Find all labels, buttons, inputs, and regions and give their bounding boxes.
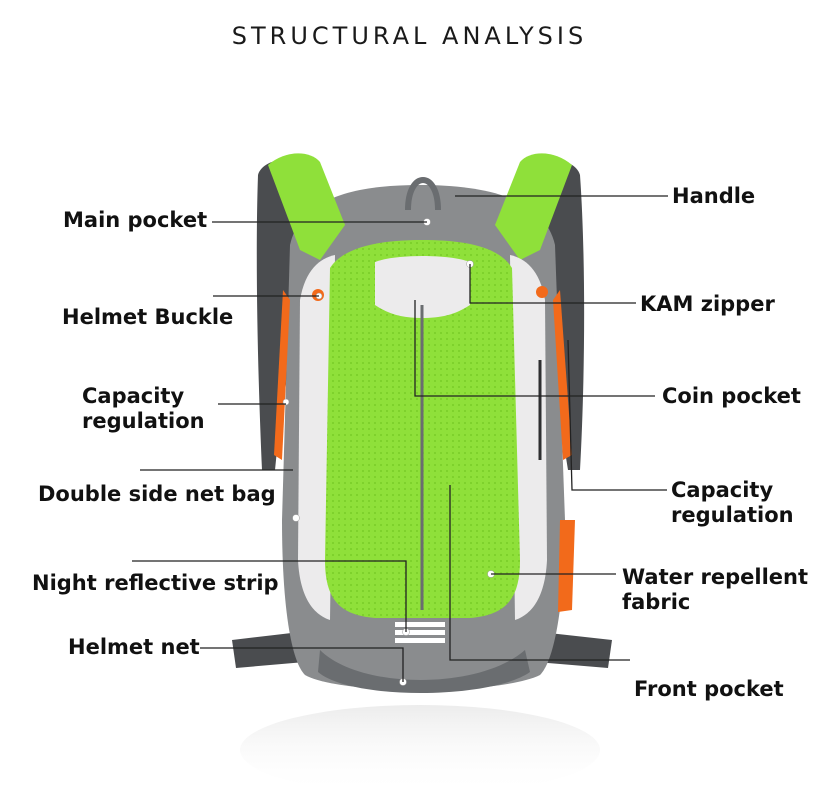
reflective-strip-2 (395, 630, 445, 635)
left-lime-strap (268, 153, 345, 260)
leader-kam-zipper (469, 264, 636, 304)
leader-lines (132, 195, 668, 682)
leader-front-pocket (449, 485, 630, 661)
label-night-reflective-strip: Night reflective strip (32, 571, 279, 595)
leader-helmet-net (200, 647, 404, 682)
floor-reflection (240, 705, 600, 795)
label-kam-zipper: KAM zipper (640, 292, 775, 316)
reflective-strip-1 (395, 622, 445, 627)
label-water-repellent-line1: Water repellent (622, 565, 809, 589)
right-lime-strap (495, 153, 572, 260)
leader-coin-pocket (414, 300, 655, 397)
label-helmet-buckle: Helmet Buckle (62, 305, 234, 329)
helmet-net-bottom (318, 650, 530, 693)
label-helmet-net: Helmet net (68, 635, 200, 659)
right-orange-strap (553, 290, 572, 460)
label-water-repellent-line2: fabric (622, 590, 691, 614)
left-hip-belt (232, 632, 305, 668)
left-orange-strap (274, 290, 290, 460)
leader-capacity-right (567, 339, 667, 491)
label-capacity-right-line2: regulation (671, 503, 794, 527)
handle-loop (405, 177, 441, 211)
label-main-pocket: Main pocket (63, 208, 208, 232)
right-lower-orange (558, 520, 575, 612)
label-capacity-left-line2: regulation (82, 409, 205, 433)
leader-night-reflective (132, 560, 407, 632)
top-white-cap (375, 256, 470, 318)
diagram-title: STRUCTURAL ANALYSIS (231, 22, 588, 50)
label-double-side-net-bag: Double side net bag (38, 482, 276, 506)
label-capacity-right-line1: Capacity (671, 478, 774, 502)
label-handle: Handle (672, 184, 756, 208)
right-white-panel (510, 255, 547, 620)
reflective-strip-3 (395, 638, 445, 643)
right-hip-belt (536, 632, 612, 668)
right-buckle-ring (536, 286, 548, 298)
label-capacity-left-line1: Capacity (82, 384, 185, 408)
label-coin-pocket: Coin pocket (662, 384, 801, 408)
label-front-pocket: Front pocket (634, 677, 784, 701)
